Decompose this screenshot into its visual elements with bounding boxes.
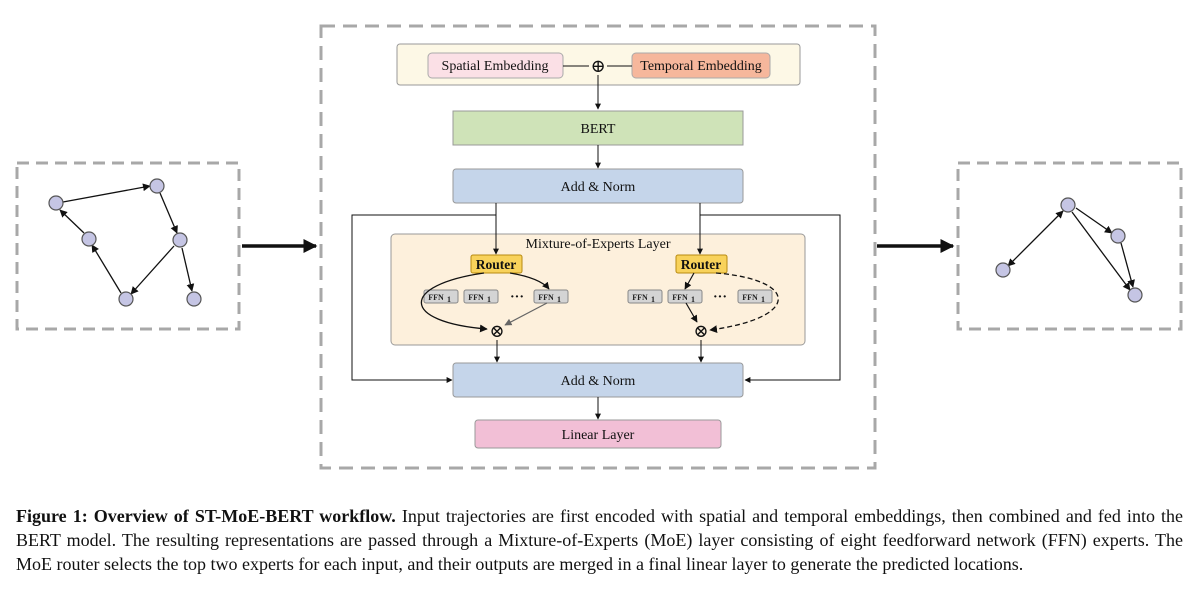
ffn-label: FFN [538, 293, 554, 302]
trajectory-node [1127, 287, 1143, 303]
plus-icon: ⊕ [590, 56, 605, 76]
add-norm-top-box [452, 168, 744, 204]
ffn-box [423, 289, 459, 304]
spatial-embedding-label: Spatial Embedding [442, 59, 549, 74]
ffn-subscript: 1 [487, 295, 491, 304]
trajectory-node [81, 231, 97, 247]
input-trajectory-panel [15, 161, 241, 331]
ffn-label: FFN [742, 293, 758, 302]
trajectory-node [172, 232, 188, 248]
right-ffn-group: FFN 1 FFN 1 ··· FFN 1 [627, 289, 773, 305]
trajectory-node [48, 195, 64, 211]
ffn-ellipsis: ··· [510, 290, 524, 305]
residual-left-path [351, 203, 497, 383]
router-right-box [675, 254, 728, 274]
trajectory-node [186, 291, 202, 307]
ffn-box [667, 289, 703, 304]
ffn-box [627, 289, 663, 304]
trajectory-node [995, 262, 1011, 278]
ffn-label: FFN [672, 293, 688, 302]
input-trajectory-edges [59, 183, 195, 295]
times-icon-left: ⊗ [489, 321, 504, 341]
figure-caption: Figure 1: Overview of ST-MoE-BERT workfl… [16, 504, 1183, 576]
residual-right-path [699, 203, 841, 383]
ffn-subscript: 1 [691, 295, 695, 304]
linear-layer-box [474, 419, 722, 449]
left-ffn-group: FFN 1 FFN 1 ··· FFN 1 [423, 289, 569, 305]
add-norm-bottom-label: Add & Norm [561, 374, 636, 389]
ffn-box [533, 289, 569, 304]
times-icon-right: ⊗ [693, 321, 708, 341]
ffn-subscript: 1 [651, 295, 655, 304]
ffn-subscript: 1 [557, 295, 561, 304]
output-trajectory-edges [1007, 207, 1135, 291]
ffn-ellipsis: ··· [713, 290, 727, 305]
ffn-subscript: 1 [761, 295, 765, 304]
ffn-label: FFN [468, 293, 484, 302]
linear-layer-label: Linear Layer [562, 428, 635, 443]
trajectory-node [1060, 197, 1076, 213]
ffn-label: FFN [632, 293, 648, 302]
bert-label: BERT [581, 122, 616, 137]
caption-title: Figure 1: Overview of ST-MoE-BERT workfl… [16, 506, 396, 526]
input-trajectory-nodes [48, 178, 202, 307]
model-panel [319, 24, 877, 470]
ffn-box [737, 289, 773, 304]
router-left-box [470, 254, 523, 274]
add-norm-top-label: Add & Norm [561, 180, 636, 195]
moe-layer-title: Mixture-of-Experts Layer [526, 237, 671, 252]
temporal-embedding-label: Temporal Embedding [640, 59, 762, 74]
ffn-subscript: 1 [447, 295, 451, 304]
trajectory-node [149, 178, 165, 194]
router-left-label: Router [476, 257, 517, 272]
trajectory-node [1110, 228, 1126, 244]
trajectory-node [118, 291, 134, 307]
ffn-label: FFN [428, 293, 444, 302]
output-trajectory-panel [956, 161, 1183, 331]
router-right-label: Router [681, 257, 722, 272]
output-trajectory-nodes [995, 197, 1143, 303]
ffn-box [463, 289, 499, 304]
workflow-diagram: Spatial Embedding Temporal Embedding ⊕ B… [15, 24, 1183, 470]
caption-text: Input trajectories are first encoded wit… [16, 506, 1183, 574]
